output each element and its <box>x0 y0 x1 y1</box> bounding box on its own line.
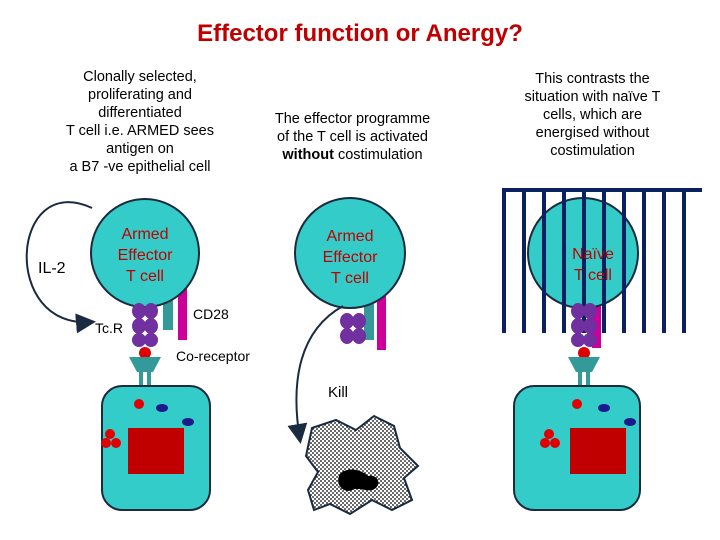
bar <box>682 188 686 333</box>
vesicle-red <box>105 429 115 439</box>
vesicle-blue <box>624 418 636 426</box>
page-title: Effector function or Anergy? <box>197 20 523 47</box>
cell-label-line: Armed <box>326 228 374 245</box>
vesicle-red <box>572 399 582 409</box>
bar <box>582 188 586 333</box>
antigen-peptide-left <box>139 347 151 359</box>
antigen-peptide-right <box>578 347 590 359</box>
tcr-middle <box>340 313 366 344</box>
tcr-right <box>571 303 597 347</box>
bar <box>562 188 566 333</box>
coreceptor-label: Co-receptor <box>176 348 250 364</box>
epithelial-nucleus-right <box>570 428 626 474</box>
cell-label-line: T cell <box>126 268 164 285</box>
cd28-label: CD28 <box>193 306 229 322</box>
dying-target-cell <box>304 414 420 516</box>
vesicle-blue <box>182 418 194 426</box>
cell-label-line: T cell <box>331 270 369 287</box>
vesicle-red <box>101 438 111 448</box>
mhc-left <box>129 357 161 372</box>
mhc-stalk-right <box>586 372 590 386</box>
right-description-line: This contrasts the <box>535 71 650 87</box>
bar <box>502 188 506 333</box>
tcr-label: Tc.R <box>95 320 123 336</box>
vesicle-red <box>134 399 144 409</box>
il2-loop-arrow <box>25 201 96 334</box>
bar <box>622 188 626 333</box>
cell-label-line: Effector <box>322 249 378 266</box>
cell-label-line: Effector <box>117 247 173 264</box>
right-description: This contrasts the situation with naïve … <box>490 70 695 160</box>
middle-description-rest: costimulation <box>333 147 423 163</box>
epithelial-label-right: Epithelial cell <box>570 438 626 466</box>
vesicle-blue <box>598 404 610 412</box>
bar <box>522 188 526 333</box>
epithelial-nucleus-left <box>128 428 184 474</box>
kill-arrow <box>287 305 344 444</box>
bar <box>542 188 546 333</box>
il2-label: IL-2 <box>38 260 66 277</box>
coreceptor-middle <box>377 270 386 350</box>
fragmented-nucleus-icon <box>338 469 379 491</box>
left-description-line: antigen on <box>106 141 174 157</box>
left-description-line: proliferating and <box>88 87 192 103</box>
left-description-line: differentiated <box>98 105 182 121</box>
anergy-bars-front <box>522 188 626 333</box>
right-description-line: energised without <box>535 125 650 141</box>
left-cell-label: Armed Effector T cell <box>95 224 195 287</box>
mhc-stalk-right <box>578 372 582 386</box>
kill-label: Kill <box>328 384 349 401</box>
bar <box>602 188 606 333</box>
epithelial-label-line: Epithelial <box>575 439 621 451</box>
vesicle-red <box>540 438 550 448</box>
middle-description: The effector programme of the T cell is … <box>250 110 455 164</box>
cell-label-line: T cell <box>574 267 612 284</box>
vesicle-blue <box>156 404 168 412</box>
emphasis-without: without <box>282 147 334 163</box>
left-description: Clonally selected, proliferating and dif… <box>50 68 230 176</box>
vesicle-red <box>111 438 121 448</box>
middle-description-line: The effector programme <box>274 111 431 127</box>
left-description-line: a B7 -ve epithelial cell <box>69 159 211 175</box>
bar <box>662 188 666 333</box>
epithelial-label-left: Epithelial cell <box>128 438 184 466</box>
tcr-left <box>132 303 158 347</box>
mhc-stalk-left <box>147 372 151 386</box>
epithelial-label-line: cell <box>147 453 165 465</box>
cd28-middle <box>364 280 374 340</box>
middle-cell-label: Armed Effector T cell <box>300 226 400 289</box>
right-description-line: cells, which are <box>542 107 643 123</box>
coreceptor-left <box>178 260 187 340</box>
middle-description-line: without costimulation <box>250 146 455 164</box>
cell-label-line: Naïve <box>572 246 614 263</box>
vesicle-red <box>550 438 560 448</box>
epithelial-label-line: cell <box>589 453 607 465</box>
mhc-right <box>568 357 600 372</box>
left-description-line: Clonally selected, <box>83 69 197 85</box>
bar <box>642 188 646 333</box>
middle-description-line: of the T cell is activated <box>277 129 428 145</box>
epithelial-label-line: Epithelial <box>133 439 179 451</box>
right-description-line: costimulation <box>550 143 635 159</box>
cell-label-line: Armed <box>121 226 169 243</box>
right-description-line: situation with naïve T <box>524 89 661 105</box>
left-description-line: T cell i.e. ARMED sees <box>65 123 214 139</box>
vesicle-red <box>544 429 554 439</box>
armed-effector-t-cell-middle <box>294 197 406 309</box>
right-cell-label: Naïve T cell <box>553 244 633 286</box>
mhc-stalk-left <box>139 372 143 386</box>
